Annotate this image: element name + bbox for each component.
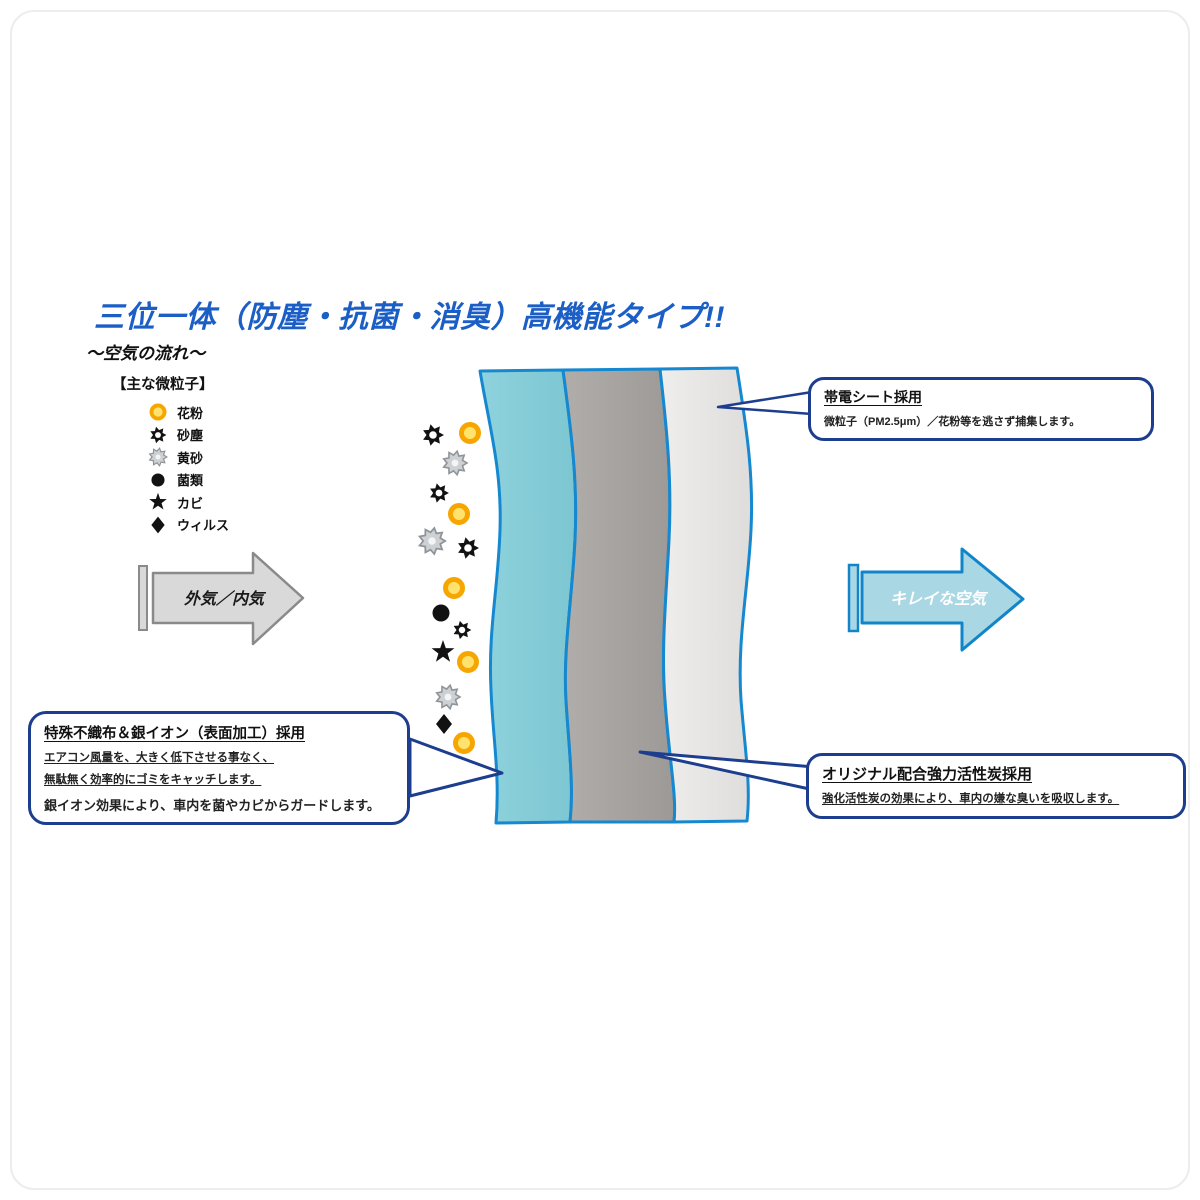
air-flow-label: ～空気の流れ～ [86,344,205,363]
legend-item-label: ウィルス [177,518,230,534]
pollen-icon [446,580,463,597]
dust-icon [423,424,444,446]
mold-icon [431,640,455,662]
legend-heading: 【主な微粒子】 [112,377,214,393]
yellow-sand-icon [435,684,461,710]
pollen-icon [456,735,473,752]
callout-line: 無駄無く効率的にゴミをキャッチします。 [44,774,262,786]
particle-scatter [418,424,479,752]
legend-item-label: カビ [177,495,204,511]
particle-legend: 【主な微粒子】 花粉 砂塵 黄砂 菌類 カビ ウィルス [112,373,229,536]
page-title: 三位一体（防塵・抗菌・消臭）高機能タイプ!! [94,301,725,334]
bacteria-icon [151,473,165,487]
callout-nonwoven-silver-ion: 特殊不織布＆銀イオン（表面加工）採用 エアコン風量を、大きく低下させる事なく、 … [28,711,410,825]
dust-icon [458,537,479,559]
legend-item-label: 黄砂 [177,450,204,466]
virus-icon [436,714,452,734]
callout-body: 強化活性炭の効果により、車内の嫌な臭いを吸収します。 [822,793,1120,805]
legend-item-virus: ウィルス [112,514,229,537]
pollen-icon [460,654,477,671]
legend-item-yellow-sand: 黄砂 [112,446,229,469]
callout-activated-carbon: オリジナル配合強力活性炭採用 強化活性炭の効果により、車内の嫌な臭いを吸収します… [806,753,1186,819]
pollen-icon [149,403,167,421]
legend-item-mold: カビ [112,491,229,514]
legend-item-label: 砂塵 [177,428,204,444]
pollen-icon [462,425,479,442]
callout-pointers [408,390,816,798]
filter-layers [478,366,754,825]
clean-air-arrow-label: キレイな空気 [890,590,989,608]
pollen-icon [451,506,468,523]
callout-title: 特殊不織布＆銀イオン（表面加工）採用 [44,726,305,742]
legend-item-dust: 砂塵 [112,424,229,447]
yellow-sand-icon [442,450,468,476]
filter-layer-electrostatic [658,366,754,824]
callout-title: 帯電シート採用 [824,389,922,405]
yellow-sand-icon [418,527,447,555]
callout-line: 銀イオン効果により、車内を菌やカビからガードします。 [44,798,380,813]
legend-item-bacteria: 菌類 [112,469,229,492]
inflow-arrow-label: 外気／内気 [183,590,267,608]
legend-item-label: 菌類 [177,473,204,489]
legend-item-pollen: 花粉 [112,401,229,424]
dust-icon [453,620,472,640]
filter-layer-nonwoven [478,368,578,825]
mold-icon [149,493,167,510]
clean-air-arrow: キレイな空気 [847,547,1025,652]
virus-icon [151,516,165,534]
callout-body: 微粒子（PM2.5μm）／花粉等を逃さず捕集します。 [824,416,1081,428]
inflow-arrow: 外気／内気 [138,551,305,646]
bacteria-icon [432,604,450,622]
pointer-nonwoven [408,737,504,798]
callout-title: オリジナル配合強力活性炭採用 [822,766,1033,783]
dust-icon [430,483,449,503]
callout-electrostatic-sheet: 帯電シート採用 微粒子（PM2.5μm）／花粉等を逃さず捕集します。 [808,377,1154,441]
yellow-sand-icon [149,447,168,467]
callout-line: エアコン風量を、大きく低下させる事なく、 [44,752,274,764]
dust-icon [150,426,167,443]
legend-item-label: 花粉 [177,405,204,421]
